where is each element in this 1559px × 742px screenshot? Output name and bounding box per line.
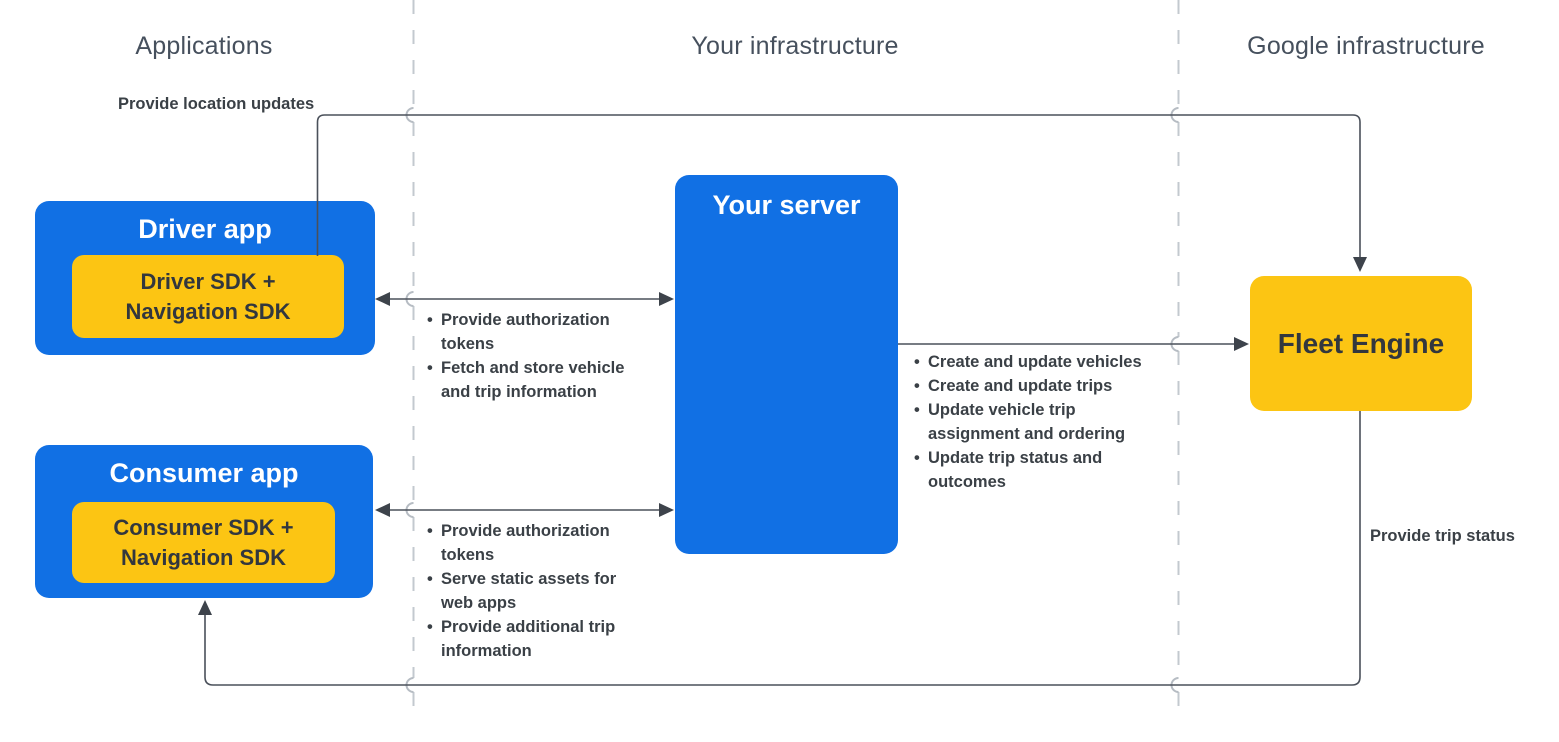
lane-header-your-infrastructure: Your infrastructure — [691, 32, 899, 60]
driver-server-bullet-list: Provide authorization tokens Fetch and s… — [427, 308, 657, 404]
arrowhead-right-icon — [659, 503, 674, 517]
consumer-sdk-box: Consumer SDK + Navigation SDK — [72, 502, 335, 583]
lane-divider-hops-2 — [1170, 107, 1179, 693]
consumer-server-bullet-list: Provide authorization tokens Serve stati… — [427, 519, 627, 663]
driver-app-title: Driver app — [138, 214, 272, 244]
lane-divider-hops-1 — [405, 107, 414, 693]
bullet-item: Provide additional trip information — [427, 615, 627, 663]
bullet-item: Update vehicle trip assignment and order… — [914, 398, 1170, 446]
your-server-box — [675, 175, 898, 554]
arrowhead-right-icon — [659, 292, 674, 306]
edge-label-provide-location-updates: Provide location updates — [118, 95, 315, 113]
fleet-engine-box: Fleet Engine — [1250, 276, 1472, 411]
lane-header-google-infrastructure: Google infrastructure — [1247, 32, 1485, 60]
your-server-title: Your server — [712, 190, 861, 220]
bullet-item: Serve static assets for web apps — [427, 567, 627, 615]
edge-label-provide-trip-status: Provide trip status — [1370, 527, 1515, 545]
bullet-item: Create and update trips — [914, 374, 1170, 398]
arrowhead-down-icon — [1353, 257, 1367, 272]
bullet-item: Create and update vehicles — [914, 350, 1170, 374]
consumer-app-title: Consumer app — [109, 458, 299, 488]
bullet-item: Provide authorization tokens — [427, 308, 657, 356]
arrowhead-left-icon — [375, 292, 390, 306]
bullet-item: Update trip status and outcomes — [914, 446, 1170, 494]
server-fleet-bullet-list: Create and update vehicles Create and up… — [914, 350, 1170, 494]
lane-header-applications: Applications — [135, 32, 273, 60]
arrowhead-up-icon — [198, 600, 212, 615]
arrowhead-right-icon — [1234, 337, 1249, 351]
driver-sdk-box: Driver SDK + Navigation SDK — [72, 255, 344, 338]
bullet-item: Provide authorization tokens — [427, 519, 627, 567]
arrowhead-left-icon — [375, 503, 390, 517]
bullet-item: Fetch and store vehicle and trip informa… — [427, 356, 657, 404]
